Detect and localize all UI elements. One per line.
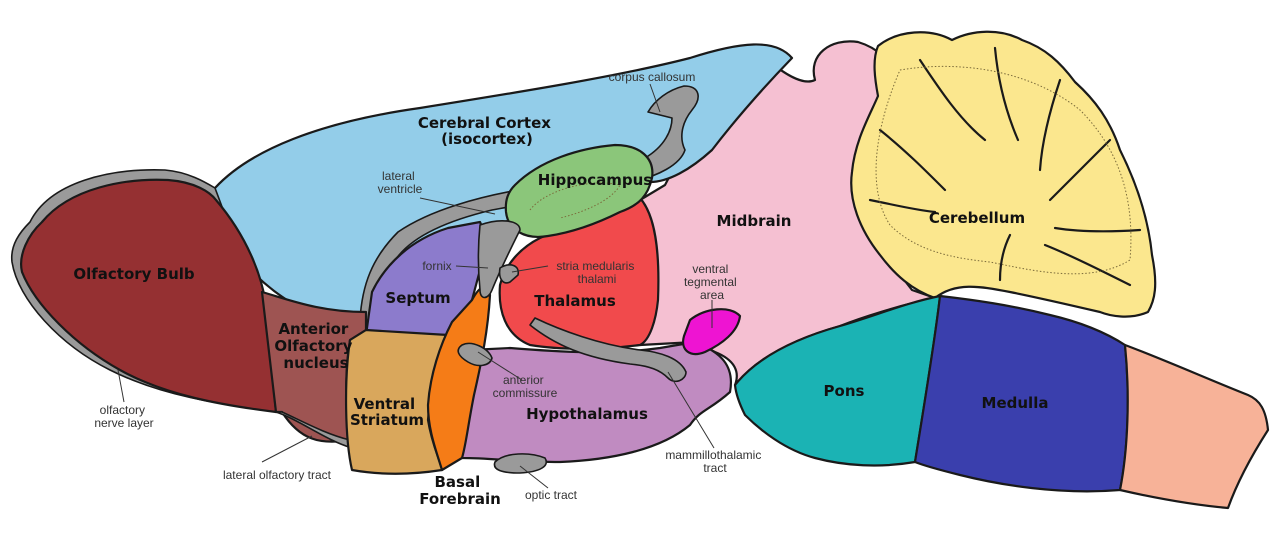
label-mammillothalamic-tract: mammillothalamic tract	[665, 448, 764, 475]
leader-fornix	[455, 265, 489, 269]
label-anterior-commissure: anterior commissure	[493, 373, 558, 400]
leader-lateral-ventricle	[419, 197, 496, 215]
cerebellum-fold-9	[998, 233, 1012, 282]
label-thalamus: Thalamus	[534, 292, 616, 310]
label-vta: ventral tegmental area	[684, 262, 740, 302]
label-olfactory-bulb: Olfactory Bulb	[73, 265, 195, 283]
leader-anterior-commissure	[477, 351, 523, 381]
leader-corpus-callosum	[649, 83, 661, 113]
hippocampus-region	[504, 143, 654, 238]
cerebellum-fold-5	[1053, 226, 1142, 233]
cerebellum-fold-1	[918, 58, 987, 142]
cerebellum-region	[850, 30, 1157, 318]
label-optic-tract: optic tract	[525, 488, 578, 502]
vta-region	[682, 308, 742, 356]
label-corpus-callosum: corpus callosum	[609, 70, 696, 84]
label-lateral-ventricle: lateral ventricle	[378, 169, 423, 196]
leader-lateral-olfactory	[261, 435, 313, 463]
septum-region	[364, 220, 492, 337]
label-pons: Pons	[824, 382, 865, 400]
label-hippocampus: Hippocampus	[538, 171, 653, 189]
label-midbrain: Midbrain	[717, 212, 792, 230]
label-septum: Septum	[385, 289, 450, 307]
cerebellum-fold-2	[993, 46, 1020, 142]
label-anterior-olfactory: Anterior Olfactory nucleus	[274, 320, 357, 372]
label-cerebral-cortex: Cerebral Cortex (isocortex)	[418, 114, 556, 148]
cerebellum-fold-4	[1048, 138, 1112, 202]
mammillothalamic-tract	[529, 317, 687, 383]
label-lateral-olfactory-tract: lateral olfactory tract	[223, 468, 332, 482]
label-stria-medullaris: stria medularis thalami	[556, 259, 637, 286]
leader-olfactory-nerve	[117, 369, 125, 403]
fornix-tract	[477, 220, 521, 299]
cerebellum-layer	[875, 65, 1132, 275]
label-basal-forebrain: Basal Forebrain	[419, 473, 501, 508]
cerebellum-fold-6	[1043, 243, 1132, 287]
leader-optic-tract	[519, 465, 549, 489]
optic-tract-shape	[493, 453, 547, 474]
label-cerebellum: Cerebellum	[929, 209, 1025, 227]
hypothalamus-region	[460, 340, 733, 464]
anterior-commissure-tract	[457, 342, 493, 367]
leader-stria	[511, 265, 549, 273]
hippocampus-layer	[529, 182, 621, 219]
stria-medullaris-tract	[498, 264, 520, 284]
cerebellum-fold-3	[1038, 78, 1062, 172]
label-hypothalamus: Hypothalamus	[526, 405, 648, 423]
cerebellum-fold-8	[878, 128, 947, 192]
spinal-cord-region	[1118, 343, 1270, 510]
cerebellum-fold-7	[868, 198, 937, 214]
label-olfactory-nerve-layer: olfactory nerve layer	[94, 403, 153, 430]
label-fornix: fornix	[422, 259, 451, 273]
label-medulla: Medulla	[982, 394, 1049, 412]
label-ventral-striatum: Ventral Striatum	[350, 395, 424, 429]
leader-mammillothalamic	[667, 371, 715, 449]
